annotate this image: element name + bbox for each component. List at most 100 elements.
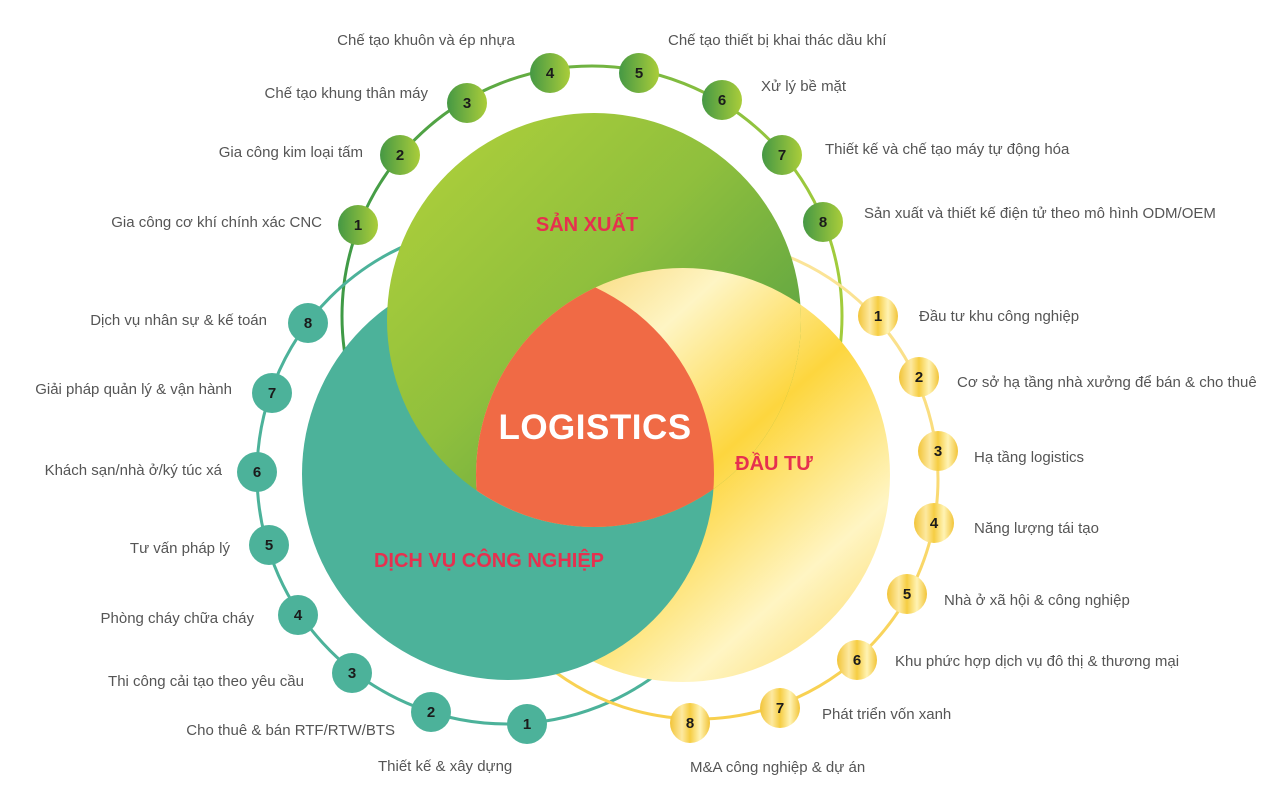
node-investment-3: 3	[918, 431, 958, 471]
node-number: 7	[776, 700, 784, 717]
node-number: 8	[819, 214, 827, 231]
item-label: Chế tạo thiết bị khai thác dầu khí	[668, 32, 887, 49]
item-label: Hạ tầng logistics	[974, 449, 1084, 466]
node-services-2: 2	[411, 692, 451, 732]
center-clip-b	[476, 268, 714, 527]
item-label: Thi công cải tạo theo yêu cầu	[108, 673, 304, 690]
node-number: 1	[523, 716, 531, 733]
number-badge	[670, 703, 710, 743]
center-clip-a	[476, 268, 714, 527]
item-label: Xử lý bề mặt	[761, 78, 847, 95]
node-number: 3	[934, 443, 942, 460]
node-services-5: 5	[249, 525, 289, 565]
item-label: Chế tạo khung thân máy	[265, 85, 429, 102]
node-manufacturing-2: 2	[380, 135, 420, 175]
node-number: 2	[427, 704, 435, 721]
number-badge	[288, 303, 328, 343]
item-label: Thiết kế & xây dựng	[378, 758, 512, 775]
node-number: 5	[635, 65, 643, 82]
number-badge	[918, 431, 958, 471]
item-label: Đầu tư khu công nghiệp	[919, 308, 1079, 325]
item-label: Cho thuê & bán RTF/RTW/BTS	[186, 722, 395, 739]
item-label: Dịch vụ nhân sự & kế toán	[90, 312, 267, 329]
item-label: Khu phức hợp dịch vụ đô thị & thương mại	[895, 653, 1179, 670]
node-manufacturing-4: 4	[530, 53, 570, 93]
number-badge	[332, 653, 372, 693]
number-badge	[702, 80, 742, 120]
node-manufacturing-3: 3	[447, 83, 487, 123]
item-label: Giải pháp quản lý & vận hành	[35, 381, 232, 398]
node-number: 2	[915, 369, 923, 386]
item-label: Cơ sở hạ tầng nhà xưởng để bán & cho thu…	[957, 374, 1257, 391]
number-badge	[914, 503, 954, 543]
number-badge	[887, 574, 927, 614]
item-label: Chế tạo khuôn và ép nhựa	[337, 32, 515, 49]
number-badge	[380, 135, 420, 175]
segment-circles	[302, 113, 890, 682]
node-number: 4	[930, 515, 939, 532]
item-label: Nhà ở xã hội & công nghiệp	[944, 592, 1130, 609]
node-investment-2: 2	[899, 357, 939, 397]
node-manufacturing-7: 7	[762, 135, 802, 175]
node-number: 4	[294, 607, 303, 624]
number-badge	[411, 692, 451, 732]
item-label: Gia công cơ khí chính xác CNC	[111, 214, 322, 231]
number-badge	[338, 205, 378, 245]
node-investment-7: 7	[760, 688, 800, 728]
number-badge	[278, 595, 318, 635]
node-services-1: 1	[507, 704, 547, 744]
item-label: Tư vấn pháp lý	[130, 540, 231, 557]
item-label: Gia công kim loại tấm	[219, 144, 363, 161]
node-number: 7	[268, 385, 276, 402]
item-label: Thiết kế và chế tạo máy tự động hóa	[825, 141, 1070, 158]
number-badge	[837, 640, 877, 680]
node-number: 6	[253, 464, 261, 481]
node-number: 7	[778, 147, 786, 164]
category-title-manufacturing: SẢN XUẤT	[536, 213, 638, 236]
number-badge	[803, 202, 843, 242]
node-number: 2	[396, 147, 404, 164]
node-number: 5	[265, 537, 273, 554]
node-investment-8: 8	[670, 703, 710, 743]
node-number: 1	[874, 308, 882, 325]
number-badge	[762, 135, 802, 175]
node-number: 6	[718, 92, 726, 109]
number-badge	[858, 296, 898, 336]
node-manufacturing-5: 5	[619, 53, 659, 93]
center-title: LOGISTICS	[498, 408, 691, 447]
node-number: 3	[463, 95, 471, 112]
item-label: Sản xuất và thiết kế điện tử theo mô hìn…	[864, 205, 1216, 222]
item-label: Phòng cháy chữa cháy	[101, 610, 255, 627]
number-badge	[252, 373, 292, 413]
node-number: 6	[853, 652, 861, 669]
number-badge	[249, 525, 289, 565]
node-manufacturing-1: 1	[338, 205, 378, 245]
node-services-4: 4	[278, 595, 318, 635]
number-badge	[507, 704, 547, 744]
node-investment-5: 5	[887, 574, 927, 614]
manufacturing-items: 1 Gia công cơ khí chính xác CNC 2 Gia cô…	[111, 32, 1216, 245]
node-number: 4	[546, 65, 555, 82]
item-label: Khách sạn/nhà ở/ký túc xá	[45, 462, 223, 479]
node-services-8: 8	[288, 303, 328, 343]
node-number: 3	[348, 665, 356, 682]
investment-items: 1 Đầu tư khu công nghiệp 2 Cơ sở hạ tầng…	[670, 296, 1257, 776]
item-label: M&A công nghiệp & dự án	[690, 759, 865, 776]
node-number: 1	[354, 217, 362, 234]
item-label: Phát triển vốn xanh	[822, 706, 951, 723]
industrial-services-items: 1 Thiết kế & xây dựng 2 Cho thuê & bán R…	[35, 303, 547, 775]
node-manufacturing-6: 6	[702, 80, 742, 120]
node-investment-1: 1	[858, 296, 898, 336]
number-badge	[237, 452, 277, 492]
number-badge	[530, 53, 570, 93]
node-investment-4: 4	[914, 503, 954, 543]
number-badge	[760, 688, 800, 728]
item-label: Năng lượng tái tạo	[974, 520, 1099, 537]
node-number: 8	[686, 715, 694, 732]
node-services-6: 6	[237, 452, 277, 492]
node-services-3: 3	[332, 653, 372, 693]
category-title-industrial-services: DỊCH VỤ CÔNG NGHIỆP	[374, 548, 604, 572]
number-badge	[619, 53, 659, 93]
